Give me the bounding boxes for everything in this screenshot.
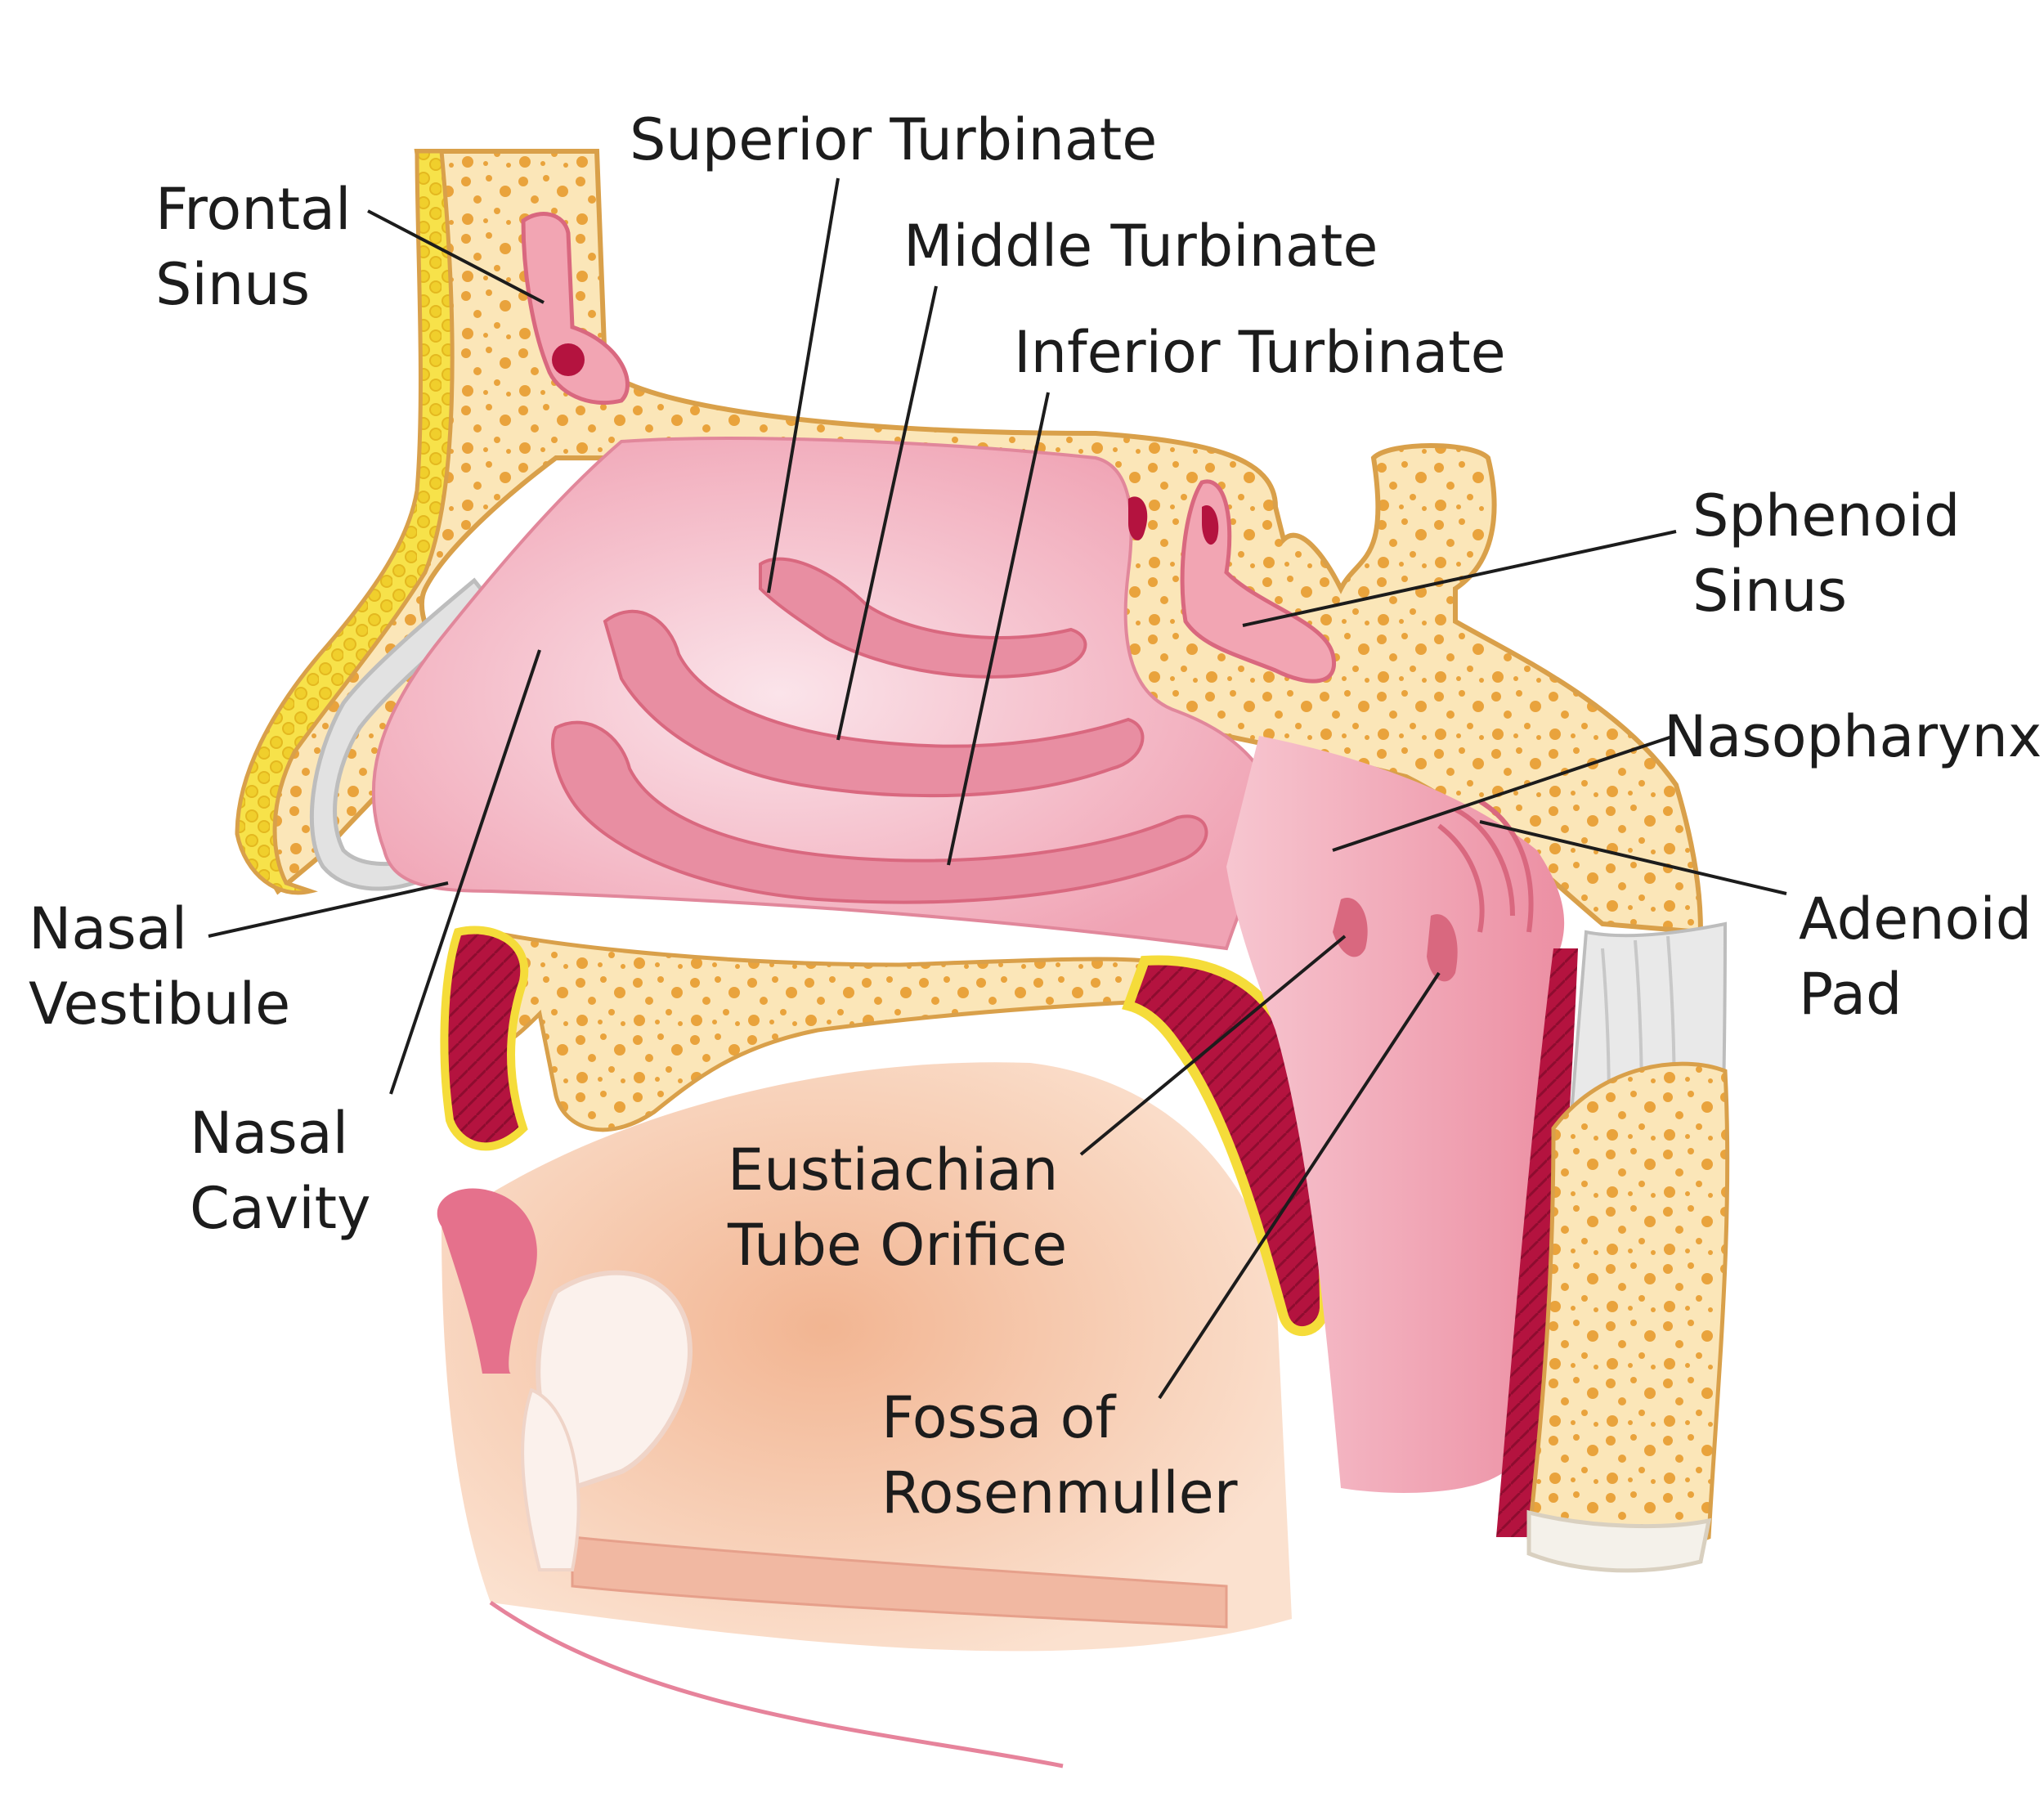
leader-fossa (1158, 971, 1441, 1400)
label-superior-turbinate: Superior Turbinate (630, 102, 1157, 177)
lower-jaw-band (571, 1535, 1228, 1629)
frontal-sinus-opening (552, 343, 585, 376)
label-eustachian-line2: Tube Orifice (728, 1212, 1068, 1279)
label-adenoid-pad-line2: Pad (1799, 961, 1903, 1028)
leader-middle-turbinate (836, 285, 938, 741)
hard-palate (488, 929, 1147, 1132)
label-fossa-of-rosenmuller: Fossa of Rosenmuller (881, 1380, 1238, 1531)
label-inferior-turbinate: Inferior Turbinate (1014, 315, 1506, 390)
tube-orifice-1 (1333, 898, 1368, 957)
label-nasal-vestibule-line1: Nasal (29, 895, 188, 962)
leader-superior-turbinate (767, 177, 840, 594)
label-adenoid-pad-line1: Adenoid (1799, 885, 2033, 953)
label-inferior-turbinate-text: Inferior Turbinate (1014, 319, 1506, 386)
label-nasopharynx: Nasopharynx (1664, 699, 2044, 774)
soft-tissue (442, 1062, 1292, 1652)
pharyngeal-muscle (1496, 948, 1578, 1537)
label-fossa-line2: Rosenmuller (881, 1459, 1238, 1526)
leader-nasal-cavity (389, 649, 541, 1095)
label-superior-turbinate-text: Superior Turbinate (630, 106, 1158, 173)
label-nasal-cavity-line1: Nasal (190, 1100, 349, 1167)
label-middle-turbinate-text: Middle Turbinate (903, 213, 1378, 280)
label-nasopharynx-text: Nasopharynx (1664, 703, 2042, 770)
upper-lip-muscle (440, 926, 529, 1151)
cervical-vertebra (1526, 1061, 1730, 1549)
label-eustachian-line1: Eustiachian (728, 1136, 1059, 1204)
nasal-fat-layer (235, 149, 455, 895)
leader-frontal-sinus (367, 209, 545, 304)
inferior-turbinate-shape (551, 720, 1208, 904)
label-frontal-sinus-line2: Sinus (155, 251, 311, 318)
leader-eustachian-tube (1079, 935, 1347, 1156)
leader-inferior-turbinate (947, 392, 1050, 866)
middle-turbinate-shape (603, 609, 1145, 798)
adenoid-folds (1437, 799, 1534, 933)
sphenoid-sinus-shape (1180, 479, 1336, 684)
label-sphenoid-sinus-line2: Sinus (1692, 558, 1848, 625)
label-fossa-line1: Fossa of (881, 1384, 1116, 1451)
leader-adenoid-pad (1479, 820, 1787, 895)
label-frontal-sinus: Frontal Sinus (155, 172, 351, 322)
superior-turbinate-shape (759, 557, 1087, 679)
tube-orifice-2 (1427, 914, 1458, 982)
label-nasal-vestibule-line2: Vestibule (29, 971, 291, 1038)
tooth-root (521, 1387, 580, 1571)
sphenoid-ostium-2 (1202, 505, 1219, 545)
leader-sphenoid-sinus (1242, 530, 1677, 627)
label-nasal-cavity-line2: Cavity (190, 1175, 371, 1242)
leader-lines (208, 177, 1787, 1400)
leader-nasal-vestibule (208, 881, 449, 938)
sphenoid-ostium (1128, 496, 1148, 540)
label-nasal-cavity: Nasal Cavity (190, 1096, 371, 1246)
label-sphenoid-sinus-line1: Sphenoid (1692, 482, 1961, 549)
label-eustachian-tube-orifice: Eustiachian Tube Orifice (728, 1132, 1067, 1283)
leader-nasopharynx (1332, 734, 1675, 852)
frontal-sinus-shape (521, 212, 630, 406)
upper-lip (437, 1188, 537, 1374)
label-sphenoid-sinus: Sphenoid Sinus (1692, 478, 1960, 629)
label-adenoid-pad: Adenoid Pad (1799, 881, 2044, 1032)
label-nasal-vestibule: Nasal Vestibule (29, 891, 290, 1042)
lower-lip-line (489, 1600, 1064, 1768)
vertebra-base (1526, 1509, 1712, 1573)
label-frontal-sinus-line1: Frontal (155, 176, 352, 243)
label-middle-turbinate: Middle Turbinate (903, 208, 1378, 284)
